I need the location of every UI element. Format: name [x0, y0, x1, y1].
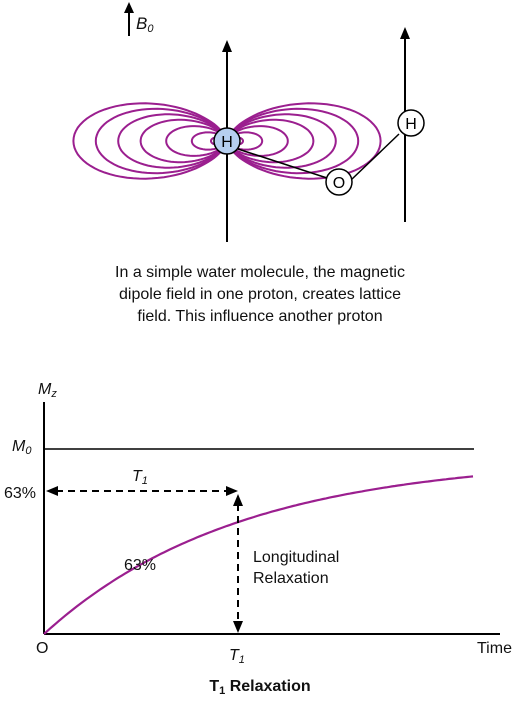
b0-label-subscript: 0: [147, 23, 154, 35]
longitudinal-relaxation-label: Longitudinal Relaxation: [253, 547, 339, 589]
proton-h-atom: [213, 127, 241, 155]
bond-o-h: [350, 133, 400, 181]
relaxation-curve: [43, 475, 474, 635]
origin-label: O: [36, 640, 49, 657]
field-line-right-4: [226, 118, 315, 164]
longitudinal-top-arrowhead: [233, 494, 243, 506]
t1-interval-main: T: [132, 468, 142, 485]
title-subscript: 1: [219, 685, 226, 697]
t1-axis-main: T: [229, 647, 239, 664]
time-axis-label: Time: [477, 640, 512, 657]
second-proton-atom: [397, 109, 425, 137]
oxygen-label: O: [333, 175, 345, 192]
curve-percent-label: 63%: [124, 557, 157, 574]
second-proton-label: H: [405, 116, 417, 133]
b0-label-main: B: [136, 14, 148, 33]
oxygen-atom: [325, 168, 353, 196]
left-percent-label: 63%: [4, 485, 37, 502]
second-proton-axis-arrowhead: [400, 27, 410, 39]
title-rest: Relaxation: [225, 678, 311, 695]
b0-arrowhead: [124, 2, 134, 13]
m0-label: M0: [12, 438, 31, 457]
t1-axis-subscript: 1: [238, 654, 245, 666]
caption-line-1: In a simple water molecule, the magnetic: [115, 264, 405, 281]
longitudinal-line-2: Relaxation: [253, 570, 329, 587]
field-line-left-4: [139, 118, 228, 164]
field-line-left-7: [72, 102, 228, 180]
caption-line-3: field. This influence another proton: [137, 308, 383, 325]
caption: In a simple water molecule, the magnetic…: [40, 262, 480, 328]
field-line-left-5: [117, 113, 228, 169]
title-main: T: [209, 678, 220, 695]
t1-right-arrowhead: [226, 486, 238, 496]
mz-axis-label: Mz: [38, 381, 57, 400]
b0-label: B0: [136, 14, 153, 35]
longitudinal-bottom-arrowhead: [233, 621, 243, 633]
m0-label-main: M: [12, 438, 26, 455]
proton-h-label: H: [221, 134, 233, 151]
mz-label-main: M: [38, 381, 52, 398]
mz-label-subscript: z: [51, 388, 57, 400]
field-line-left-6: [94, 107, 228, 175]
t1-interval-subscript: 1: [141, 475, 148, 487]
t1-interval-label: T1: [132, 468, 148, 487]
field-line-right-6: [226, 107, 360, 175]
t1-axis-tick-label: T1: [229, 647, 245, 666]
bond-h-o: [237, 148, 328, 179]
m0-label-subscript: 0: [25, 445, 32, 457]
proton-axis-arrowhead: [222, 40, 232, 52]
longitudinal-line-1: Longitudinal: [253, 549, 340, 566]
graph-title: T1 Relaxation: [0, 678, 520, 697]
field-line-right-7: [226, 102, 382, 180]
t1-left-arrowhead: [46, 486, 58, 496]
field-line-right-5: [226, 113, 337, 169]
caption-line-2: dipole field in one proton, creates latt…: [119, 286, 401, 303]
